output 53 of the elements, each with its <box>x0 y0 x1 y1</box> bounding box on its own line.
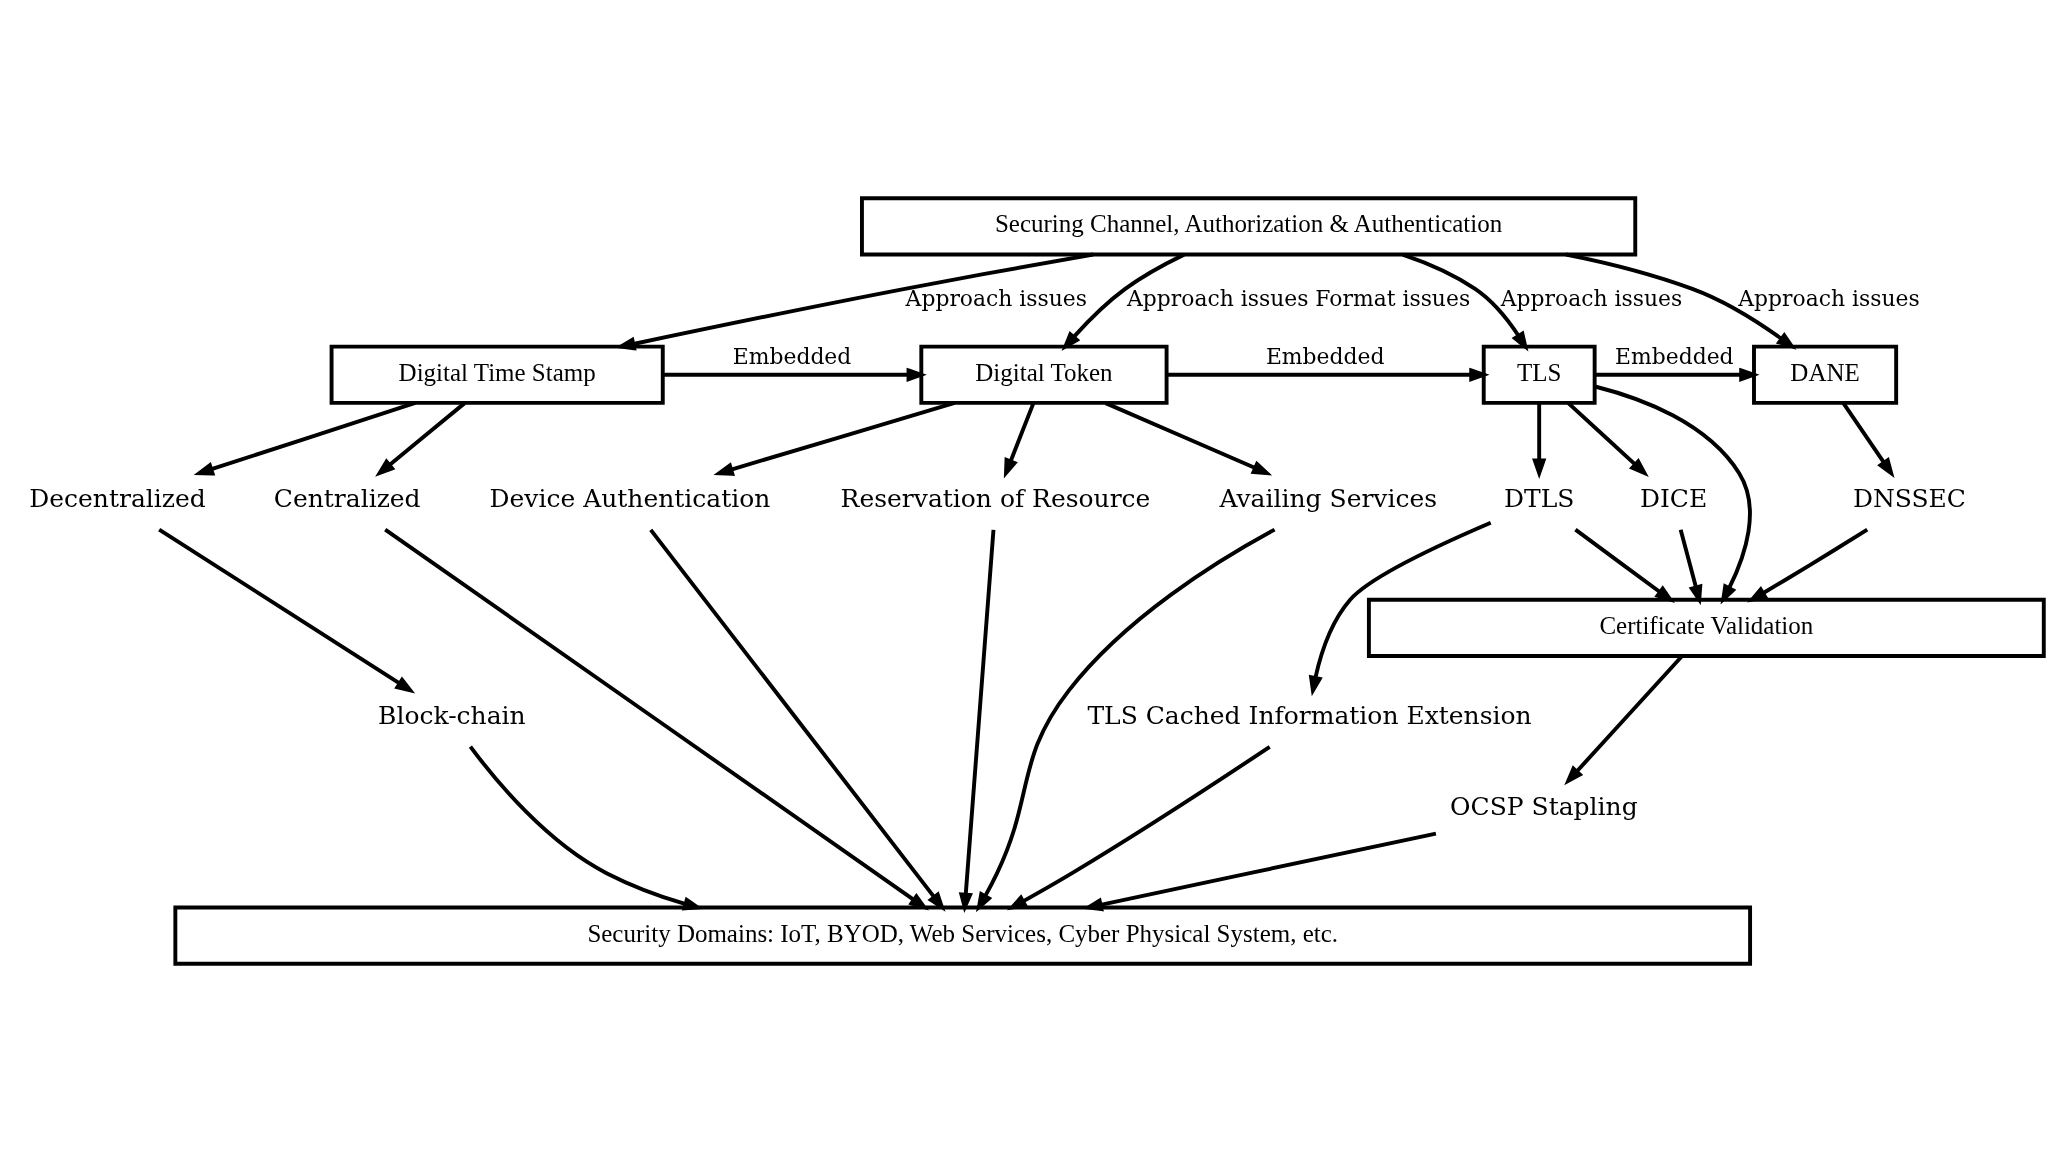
node-text: Centralized <box>273 483 421 513</box>
arrow <box>1574 527 1675 603</box>
node-text: OCSP Stapling <box>1450 791 1638 821</box>
arrow <box>1747 527 1869 603</box>
arrow <box>649 528 946 912</box>
arrow <box>1003 401 1036 479</box>
edge-label: Approach issues Format issues <box>1127 285 1471 311</box>
arrow <box>615 252 1094 351</box>
node-box: Certificate Validation <box>1366 597 2046 658</box>
arrow <box>663 367 927 382</box>
edge-label: Approach issues <box>905 285 1087 311</box>
node-text: Device Authentication <box>489 483 771 513</box>
node-box: TLS <box>1481 344 1597 405</box>
node-text: Decentralized <box>29 483 206 513</box>
arrow <box>468 744 704 910</box>
node-text: DNSSEC <box>1852 483 1966 513</box>
arrow <box>713 400 956 476</box>
arrow <box>1104 400 1273 475</box>
arrow <box>384 527 929 910</box>
node-text: Availing Services <box>1219 483 1438 513</box>
arrow <box>158 527 416 693</box>
arrow <box>1678 528 1703 605</box>
arrow <box>1061 252 1185 351</box>
edge-label: Embedded <box>1265 343 1385 369</box>
node-box: Security Domains: IoT, BYOD, Web Services, Cyber Physical System, etc. <box>173 905 1753 966</box>
node-text: TLS Cached Information Extension <box>1087 700 1532 730</box>
node-text: DTLS <box>1503 483 1575 513</box>
arrow <box>1402 252 1529 352</box>
node-text: Reservation of Resource <box>840 483 1151 513</box>
arrow <box>375 401 466 477</box>
arrow <box>976 527 1276 912</box>
arrow <box>1167 367 1490 382</box>
node-box: DANE <box>1752 344 1899 405</box>
arrow <box>958 529 996 913</box>
node-box: Securing Channel, Authorization & Authentication <box>860 195 1638 256</box>
node-text: DICE <box>1639 483 1708 513</box>
arrow <box>1567 401 1649 477</box>
arrow <box>1082 831 1437 911</box>
edge-label: Embedded <box>732 343 852 369</box>
edge-label: Approach issues <box>1500 285 1683 311</box>
edge-label: Embedded <box>1615 343 1734 369</box>
arrow <box>1594 384 1752 605</box>
arrow <box>1565 252 1797 350</box>
arrow <box>193 400 416 475</box>
node-box: Digital Token <box>919 344 1169 405</box>
arrow <box>1595 367 1760 382</box>
arrow <box>1308 520 1492 696</box>
arrow <box>1532 402 1547 479</box>
node-text: Block-chain <box>378 700 526 730</box>
arrow <box>1841 401 1895 478</box>
node-box: Digital Time Stamp <box>329 344 665 405</box>
edge-label: Approach issues <box>1738 285 1920 311</box>
arrow <box>1006 744 1271 910</box>
